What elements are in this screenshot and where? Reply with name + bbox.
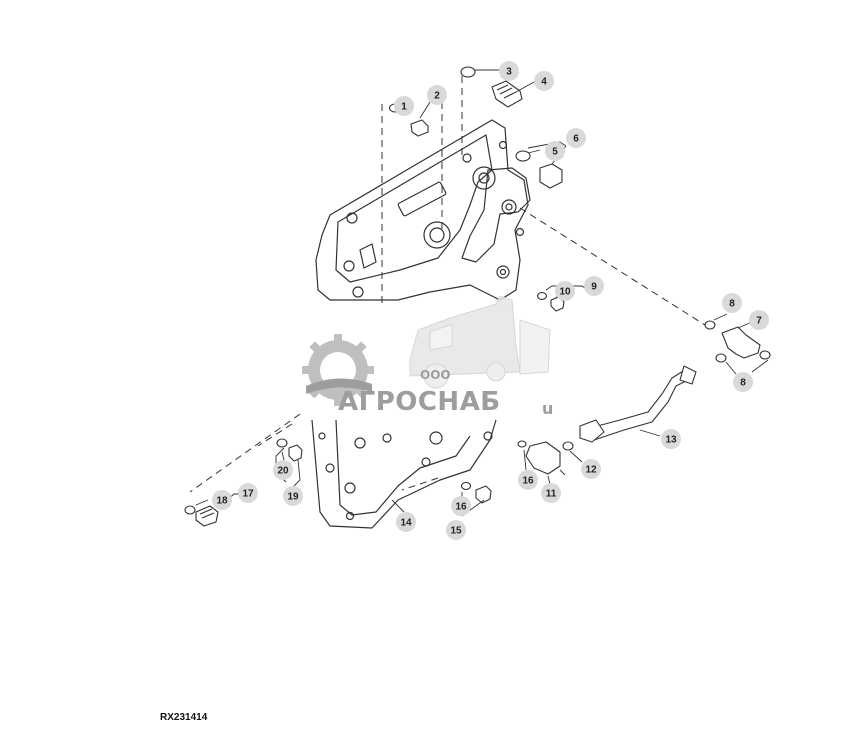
callout-number: 13: [665, 435, 677, 446]
callout-number: 17: [242, 489, 254, 500]
callout-bubble: [534, 71, 554, 91]
part-8-o-ring-right: [759, 350, 771, 360]
callout-number: 3: [506, 67, 512, 78]
callout-bubble: [581, 459, 601, 479]
watermark-suffix: u: [542, 399, 553, 418]
callout-number: 4: [541, 77, 547, 88]
callout-14: 14: [396, 512, 416, 532]
callout-10: 10: [555, 281, 575, 301]
callout-number: 10: [559, 287, 571, 298]
part-11-banjo: [525, 441, 561, 475]
part-4-fitting: [491, 80, 523, 108]
watermark-line-1: ООО: [420, 368, 451, 382]
callout-bubble: [212, 490, 232, 510]
callout-bubble: [541, 483, 561, 503]
part-18-fitting: [195, 505, 219, 527]
callout-9: 9: [584, 276, 604, 296]
part-3-o-ring: [460, 66, 476, 78]
callout-18: 18: [212, 490, 232, 510]
part-2-plug: [410, 119, 429, 137]
part-8-o-ring-lower: [715, 353, 727, 363]
callout-number: 8: [729, 299, 735, 310]
callout-bubble: [499, 61, 519, 81]
callout-8: 8: [722, 293, 742, 313]
callout-number: 16: [522, 476, 534, 487]
dashed-leader-lines: [189, 76, 706, 493]
callout-bubble: [518, 470, 538, 490]
part-17-o-ring: [184, 505, 196, 515]
part-16-o-ring-b: [460, 481, 472, 491]
callout-6: 6: [566, 128, 586, 148]
callout-17: 17: [238, 483, 258, 503]
callout-bubble: [283, 486, 303, 506]
callout-bubble: [396, 512, 416, 532]
callout-number: 7: [756, 316, 762, 327]
parts: [184, 66, 771, 527]
callout-bubble: [238, 483, 258, 503]
callout-number: 8: [740, 378, 746, 389]
callout-bubble: [584, 276, 604, 296]
callout-number: 16: [455, 502, 467, 513]
callout-8: 8: [733, 372, 753, 392]
callout-16: 16: [451, 496, 471, 516]
callout-number: 9: [591, 282, 597, 293]
callout-number: 5: [552, 147, 558, 158]
callout-number: 14: [400, 518, 412, 529]
part-19-plug: [288, 444, 303, 462]
gear-housing: [311, 119, 531, 529]
callout-number: 11: [546, 489, 557, 500]
callout-bubble: [566, 128, 586, 148]
callout-12: 12: [581, 459, 601, 479]
part-15-plug: [475, 485, 492, 504]
callout-15: 15: [446, 520, 466, 540]
callout-5: 5: [545, 141, 565, 161]
callout-number: 18: [216, 496, 228, 507]
figure-id-label: RX231414: [160, 712, 208, 723]
callout-4: 4: [534, 71, 554, 91]
part-13-tube: [579, 365, 697, 443]
part-20-o-ring: [276, 438, 288, 448]
part-10-o-ring: [536, 291, 548, 301]
callout-1: 1: [394, 96, 414, 116]
harvester-icon: [409, 295, 551, 389]
watermark-brand: АГРОСНАБ: [338, 387, 501, 417]
callout-bubble: [273, 460, 293, 480]
callout-number: 1: [401, 102, 407, 113]
callout-number: 12: [585, 465, 597, 476]
callout-2: 2: [427, 85, 447, 105]
callout-20: 20: [273, 460, 293, 480]
callout-number: 19: [287, 492, 299, 503]
callout-3: 3: [499, 61, 519, 81]
callout-bubble: [555, 281, 575, 301]
agrosnab-watermark: ООО АГРОСНАБ u: [302, 295, 553, 418]
part-7-tee: [721, 326, 761, 359]
callout-bubble: [446, 520, 466, 540]
gear-logo-icon: [302, 334, 374, 406]
callout-number: 20: [277, 466, 289, 477]
part-5-o-ring: [515, 150, 531, 162]
part-6-plug: [539, 163, 563, 189]
callout-bubble: [427, 85, 447, 105]
callout-13: 13: [661, 429, 681, 449]
callout-number: 2: [434, 91, 440, 102]
callout-number: 15: [450, 526, 462, 537]
callout-11: 11: [541, 483, 561, 503]
callout-bubble: [394, 96, 414, 116]
callout-bubble: [661, 429, 681, 449]
callout-bubble: [722, 293, 742, 313]
callout-bubble: [749, 310, 769, 330]
part-8-o-ring-upper: [704, 320, 716, 330]
callout-number: 6: [573, 134, 579, 145]
part-16-o-ring-a: [517, 440, 527, 448]
part-12-o-ring: [562, 441, 574, 451]
callout-19: 19: [283, 486, 303, 506]
callout-bubble: [545, 141, 565, 161]
callout-7: 7: [749, 310, 769, 330]
callout-bubble: [733, 372, 753, 392]
callout-bubble: [451, 496, 471, 516]
callout-16: 16: [518, 470, 538, 490]
